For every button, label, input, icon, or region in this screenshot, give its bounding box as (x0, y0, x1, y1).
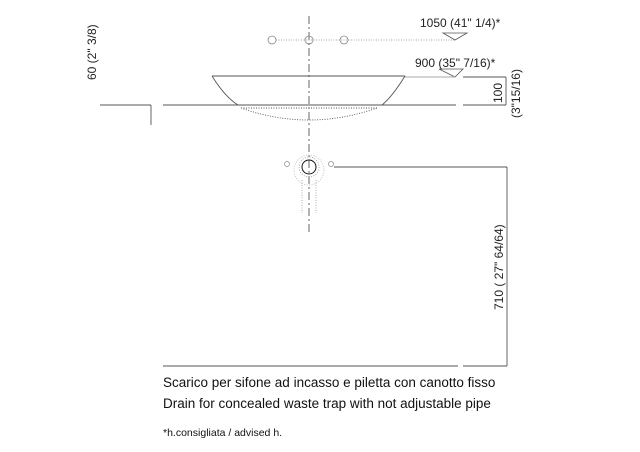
dim-100-inch: (3"15/16) (509, 69, 523, 118)
drain (284, 154, 334, 213)
basin (211, 75, 455, 121)
dim-60: 60 (2" 3/8) (85, 24, 99, 80)
height-marker-900 (438, 68, 464, 78)
dim-710: 710 ( 27" 64/64) (492, 224, 506, 310)
dim-100: 100 (491, 83, 505, 103)
caption-italian: Scarico per sifone ad incasso e piletta … (163, 375, 496, 390)
caption-note: *h.consigliata / advised h. (163, 427, 283, 439)
tap-holes (267, 35, 455, 45)
dim-900: 900 (35" 7/16)* (415, 56, 496, 70)
caption-english: Drain for concealed waste trap with not … (163, 396, 491, 411)
dim-710-lines (163, 166, 508, 367)
height-marker-1050 (441, 32, 469, 41)
dim-1050: 1050 (41" 1/4)* (420, 16, 501, 30)
countertop (100, 76, 507, 125)
